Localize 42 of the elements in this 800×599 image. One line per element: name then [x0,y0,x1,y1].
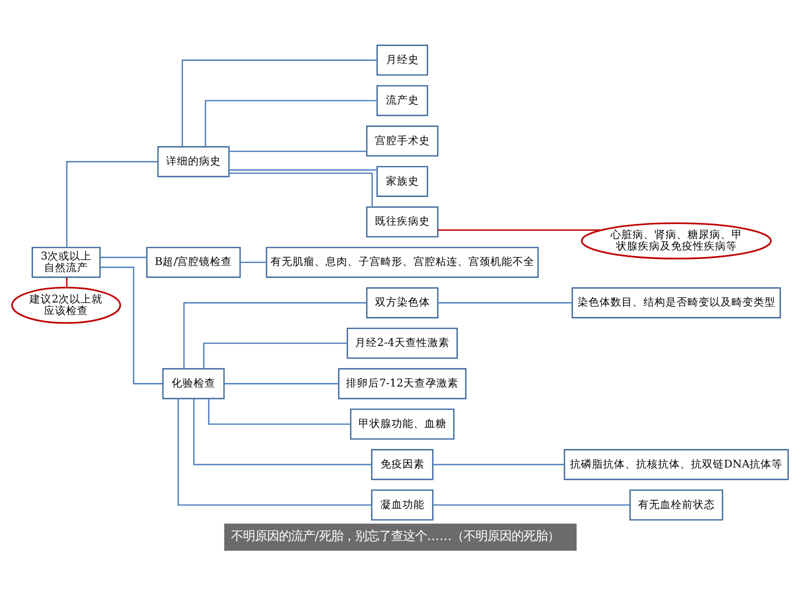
connector [228,172,373,208]
connector [204,100,377,147]
connector [208,398,351,425]
node-box: 双方染色体 [366,287,438,318]
node-box: 有无血栓前状态 [629,489,724,521]
node-box: 免疫因素 [371,449,434,480]
node-box: 凝血功能 [371,489,434,521]
node-ellipse: 心脏病、肾病、糖尿病、甲状腺疾病及免疫性疾病等 [580,222,772,260]
connector [66,277,68,288]
node-box: 家族史 [376,166,428,197]
connector [240,262,266,264]
node-box: 既往疾病史 [366,206,438,238]
node-box: 月经2-4天查性激素 [346,328,458,359]
connector [66,161,158,248]
node-box: B超/宫腔镜检查 [146,246,241,278]
connector [100,256,147,258]
connector [229,150,367,152]
node-box: 染色体数目、结构是否畸变以及畸变类型 [572,287,781,318]
connector [224,383,339,384]
connector [229,169,377,171]
connector [203,342,348,369]
connector [183,302,367,368]
node-box: 详细的病史 [157,146,230,178]
node-box: 流产史 [376,85,428,116]
connector [432,504,630,506]
node-box: 甲状腺功能、血糖 [350,408,455,440]
node-box: 抗磷脂抗体、抗核抗体、抗双链DNA抗体等 [564,449,789,480]
connector [100,266,163,384]
connector [438,229,602,231]
node-box: 3次或以上自然流产 [32,246,101,278]
node-box: 有无肌瘤、息肉、子宫畸形、宫腔粘连、宫颈机能不全 [266,246,539,278]
connector [178,398,372,506]
connector [438,302,572,304]
node-box: 月经史 [376,44,428,76]
connector [432,464,564,466]
connector [182,60,378,147]
node-box: 宫腔手术史 [366,126,438,157]
connector [193,398,372,466]
node-box: 化验检查 [162,368,225,400]
node-ellipse: 建议2次以上就应该检查 [11,286,122,324]
caption: 不明原因的流产/死胎，别忘了查这个……（不明原因的死胎） [230,529,560,544]
node-box: 排卵后7-12天查孕激素 [338,368,466,400]
